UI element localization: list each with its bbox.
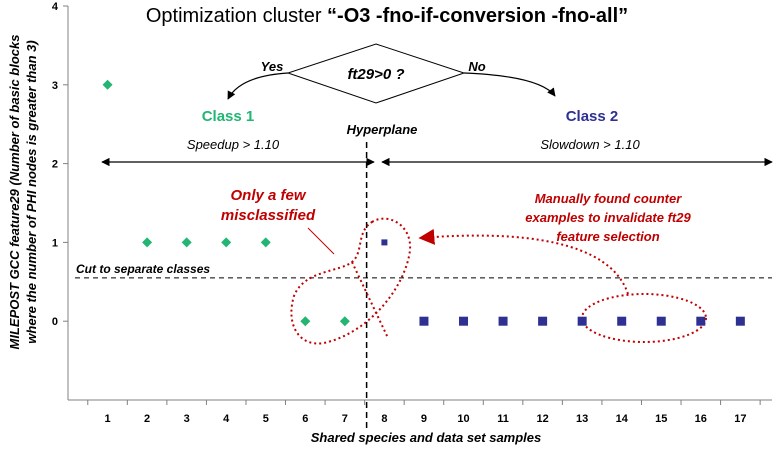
x-tick-label: 7 <box>342 413 348 425</box>
data-point-square <box>735 316 745 326</box>
data-point-square <box>498 316 508 326</box>
y-axis-label-line2: where the number of PHI nodes is greater… <box>24 40 39 343</box>
x-tick-label: 4 <box>223 413 230 425</box>
x-tick-label: 12 <box>536 413 548 425</box>
data-point-square <box>381 239 388 246</box>
misclassified-pointer <box>307 227 335 255</box>
y-tick-label: 1 <box>52 237 58 249</box>
y-tick-label: 4 <box>52 1 59 13</box>
data-point-diamond <box>181 237 192 248</box>
chart-title: Optimization cluster “-O3 -fno-if-conver… <box>146 5 628 27</box>
data-point-diamond <box>142 237 153 248</box>
data-point-square <box>419 316 429 326</box>
counter-example-arrow <box>418 228 629 295</box>
data-point-diamond <box>102 79 113 90</box>
x-tick-label: 16 <box>695 413 707 425</box>
y-tick-label: 3 <box>52 80 58 92</box>
data-point-square <box>696 316 706 326</box>
y-ticks: 0 1 2 3 4 <box>52 1 68 328</box>
data-point-diamond <box>260 237 271 248</box>
decision-diamond <box>286 43 466 104</box>
decision-text: ft29>0 ? <box>347 66 404 83</box>
data-point-diamond <box>339 316 350 327</box>
data-point-diamond <box>300 316 311 327</box>
chart-title-prefix: Optimization cluster <box>146 5 327 27</box>
outline-divider <box>351 261 389 339</box>
data-points <box>102 79 745 327</box>
x-tick-label: 8 <box>381 413 387 425</box>
x-tick-label: 11 <box>497 413 509 425</box>
no-label: No <box>468 59 485 74</box>
misclassified-line1: Only a few <box>230 187 306 204</box>
misclassified-outline <box>290 217 412 345</box>
chart-title-bold: “-O3 -fno-if-conversion -fno-all” <box>327 5 628 27</box>
x-tick-label: 13 <box>576 413 588 425</box>
x-tick-label: 6 <box>302 413 308 425</box>
y-tick-label: 2 <box>52 159 58 171</box>
no-arrow <box>463 72 556 97</box>
manual-line3: feature selection <box>556 229 659 244</box>
slowdown-label: Slowdown > 1.10 <box>540 137 640 152</box>
misclassified-line2: misclassified <box>221 207 316 224</box>
counter-examples-outline <box>581 293 707 343</box>
x-axis-label: Shared species and data set samples <box>311 430 542 445</box>
y-axis-label-line1: MILEPOST GCC feature29 (Number of basic … <box>7 35 22 350</box>
hyperplane-label: Hyperplane <box>347 122 418 137</box>
data-point-square <box>656 316 666 326</box>
data-point-diamond <box>221 237 232 248</box>
x-tick-label: 5 <box>263 413 269 425</box>
yes-arrow <box>227 72 289 100</box>
y-tick-label: 0 <box>52 316 58 328</box>
x-tick-label: 10 <box>457 413 469 425</box>
manual-line2: examples to invalidate ft29 <box>525 210 691 225</box>
y-axis-label: MILEPOST GCC feature29 (Number of basic … <box>7 35 39 350</box>
class2-label: Class 2 <box>566 108 619 125</box>
x-tick-label: 1 <box>104 413 110 425</box>
yes-label: Yes <box>261 59 284 74</box>
x-tick-label: 9 <box>421 413 427 425</box>
data-point-square <box>577 316 587 326</box>
class1-label: Class 1 <box>202 108 255 125</box>
data-point-square <box>538 316 548 326</box>
speedup-label: Speedup > 1.10 <box>187 137 280 152</box>
x-tick-label: 3 <box>184 413 190 425</box>
x-tick-label: 15 <box>655 413 667 425</box>
x-tick-label: 14 <box>616 413 629 425</box>
x-tick-label: 17 <box>734 413 746 425</box>
data-point-square <box>459 316 469 326</box>
data-point-square <box>617 316 627 326</box>
x-tick-label: 2 <box>144 413 150 425</box>
cut-label: Cut to separate classes <box>76 262 210 276</box>
manual-line1: Manually found counter <box>535 191 683 206</box>
